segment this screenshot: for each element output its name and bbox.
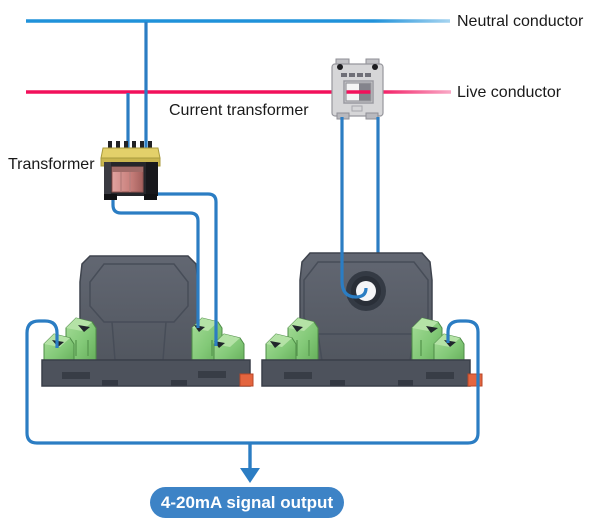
current-transformer-label: Current transformer <box>169 102 309 119</box>
din-clip-left <box>239 373 254 387</box>
wire-transformer-to-isolator-b <box>134 192 218 346</box>
ct-screw-right <box>372 64 378 70</box>
signal-output-badge: 4-20mA signal output <box>150 487 344 518</box>
din-clip-right <box>467 373 483 387</box>
signal-isolator-left <box>41 255 254 387</box>
ct-screw-left <box>337 64 343 70</box>
wire-transformer-to-isolator-a <box>111 180 200 328</box>
wire-output-loop <box>25 319 480 445</box>
live-conductor-label: Live conductor <box>457 84 562 101</box>
transformer-label: Transformer <box>8 156 95 173</box>
transformer-device <box>100 141 161 200</box>
output-arrow <box>240 444 260 483</box>
signal-isolator-right <box>261 252 483 387</box>
wire-ct-secondary-into-hole <box>340 117 368 299</box>
neutral-conductor-label: Neutral conductor <box>457 13 584 30</box>
current-transformer-device <box>331 58 384 120</box>
ct-marking <box>341 73 371 77</box>
